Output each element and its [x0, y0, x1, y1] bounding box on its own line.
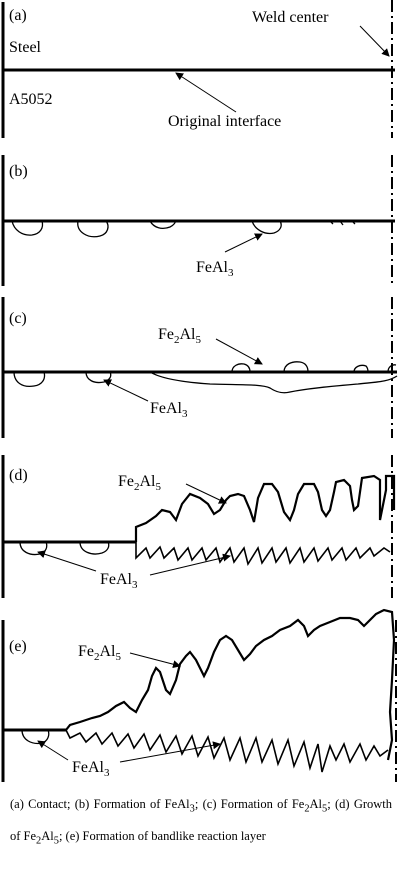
bandlike-layer-lower [65, 729, 389, 773]
steel-label: Steel [9, 39, 42, 56]
feal3-arrow-right [119, 741, 221, 763]
feal3-label: FeAl3 [196, 259, 234, 279]
feal3-nuclei [11, 220, 356, 238]
weld-center-label: Weld center [252, 9, 329, 26]
fe2al5-arrow [215, 338, 263, 365]
panel-d [1, 455, 396, 598]
feal3-sawtooth-front [135, 542, 391, 567]
a5052-label: A5052 [9, 91, 53, 108]
feal3-nuclei [19, 541, 110, 556]
feal3-arrow-left [37, 550, 97, 572]
feal3-arrow-left [37, 740, 69, 761]
panel-a [1, 0, 395, 138]
fe2al5-label: Fe2Al5 [158, 326, 202, 346]
fe2al5-growth-front [134, 474, 396, 542]
panel-label-b: (b) [9, 163, 28, 180]
feal3-label: FeAl3 [72, 759, 110, 779]
weld-center-arrow [359, 25, 390, 57]
bandlike-layer-upper [65, 608, 396, 761]
panel-label-a: (a) [9, 7, 27, 24]
figure-caption: (a) Contact; (b) Formation of FeAl3; (c)… [10, 797, 393, 846]
panel-c [1, 297, 398, 438]
panel-b [1, 155, 395, 286]
feal3-arrow-right [149, 553, 231, 576]
panel-e [1, 608, 397, 782]
fe2al5-arrow [129, 652, 181, 669]
feal3-label: FeAl3 [150, 400, 188, 420]
feal3-arrow [103, 379, 149, 402]
fe2al5-arrow [185, 483, 227, 504]
fe2al5-label: Fe2Al5 [118, 473, 162, 493]
feal3-layer [13, 371, 398, 394]
feal3-label: FeAl3 [100, 571, 138, 591]
fe2al5-label: Fe2Al5 [78, 643, 122, 663]
panel-label-d: (d) [9, 467, 28, 484]
feal3-arrow [224, 233, 263, 253]
interface-arrow [175, 72, 237, 113]
panel-label-c: (c) [9, 310, 27, 327]
fe2al5-nuclei [231, 361, 397, 373]
panel-label-e: (e) [9, 638, 27, 655]
original-interface-label: Original interface [168, 113, 281, 130]
feal3-nucleus [21, 729, 50, 745]
